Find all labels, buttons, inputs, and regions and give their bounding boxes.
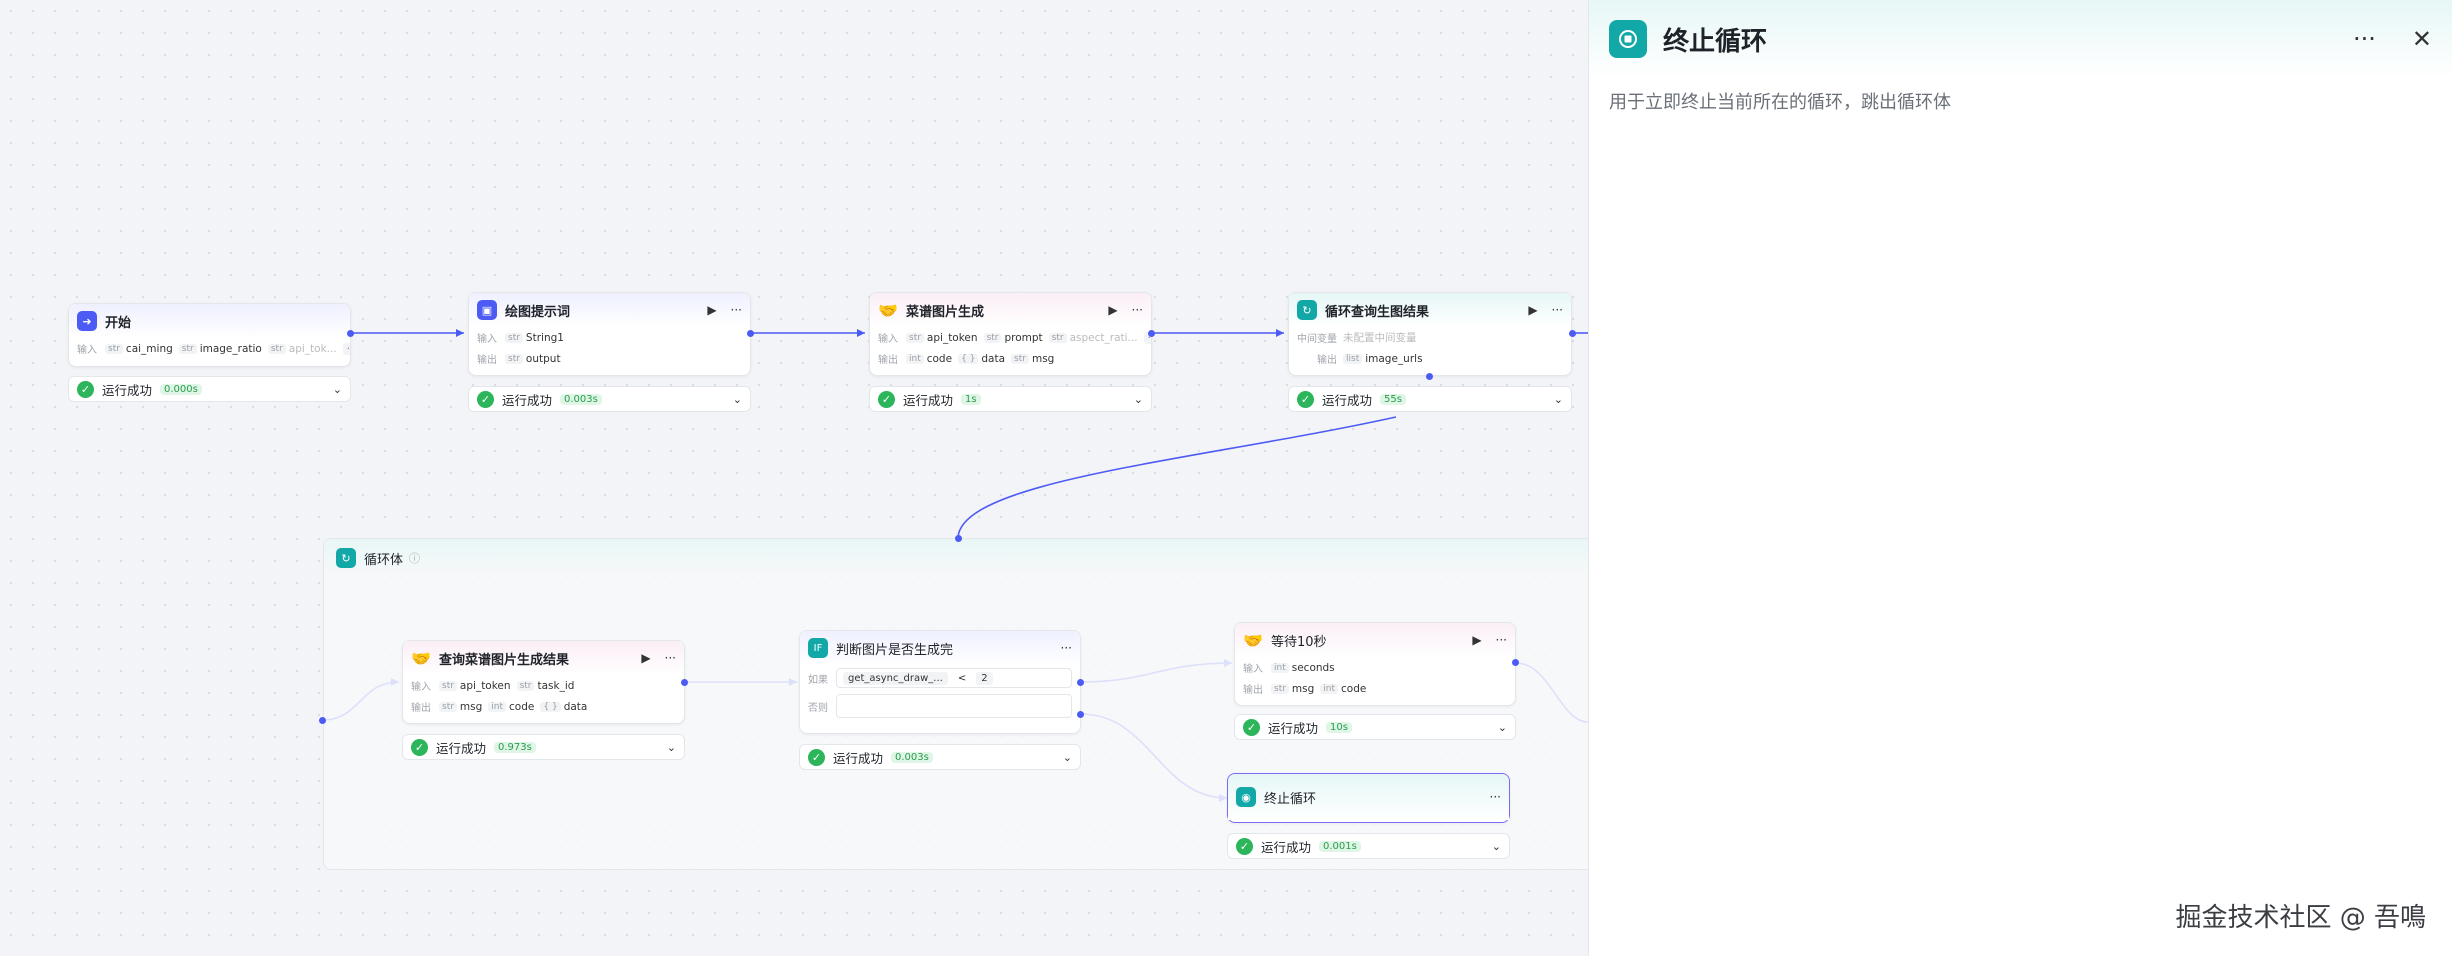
plugin-emoji-icon: 🤝 xyxy=(411,648,431,668)
watermark: 掘金技术社区 @ 吾鳴 xyxy=(2175,903,2426,933)
more-icon[interactable]: ··· xyxy=(664,651,676,665)
if-icon: IF xyxy=(808,638,828,658)
check-icon: ✓ xyxy=(1243,718,1260,736)
more-icon[interactable]: ··· xyxy=(1551,303,1563,317)
more-icon[interactable]: ··· xyxy=(2353,25,2376,53)
port-query-out[interactable] xyxy=(681,679,688,686)
run-icon[interactable]: ▶ xyxy=(707,303,717,317)
plugin-emoji-icon: 🤝 xyxy=(878,300,898,320)
port-judge-if[interactable] xyxy=(1077,679,1084,686)
check-icon: ✓ xyxy=(1236,837,1253,855)
stop-icon: ◉ xyxy=(1236,787,1256,807)
chevron-down-icon[interactable]: ⌄ xyxy=(1553,392,1563,406)
status-loop[interactable]: ✓ 运行成功 55s ⌄ xyxy=(1288,386,1572,412)
stop-loop-icon xyxy=(1609,20,1647,58)
check-icon: ✓ xyxy=(878,390,895,408)
status-stop[interactable]: ✓ 运行成功 0.001s ⌄ xyxy=(1227,833,1510,859)
run-icon[interactable]: ▶ xyxy=(641,651,651,665)
port-loop-body[interactable] xyxy=(1426,373,1433,380)
prompt-icon: ▣ xyxy=(477,300,497,320)
node-stop-loop[interactable]: ◉ 终止循环 ··· xyxy=(1227,773,1510,823)
chevron-down-icon[interactable]: ⌄ xyxy=(1491,839,1501,853)
condition-field[interactable]: get_async_draw_... < 2 xyxy=(836,668,1072,688)
more-icon[interactable]: ··· xyxy=(1489,790,1501,804)
status-judge[interactable]: ✓ 运行成功 0.003s ⌄ xyxy=(799,744,1081,770)
chevron-down-icon[interactable]: ⌄ xyxy=(1497,720,1507,734)
check-icon: ✓ xyxy=(808,748,825,766)
node-title: 开始 xyxy=(105,315,132,331)
check-icon: ✓ xyxy=(477,390,494,408)
check-icon: ✓ xyxy=(1297,390,1314,408)
more-chip[interactable]: ··· xyxy=(342,342,350,355)
chevron-down-icon[interactable]: ⌄ xyxy=(1133,392,1143,406)
port-start-out[interactable] xyxy=(347,330,354,337)
chevron-down-icon[interactable]: ⌄ xyxy=(732,392,742,406)
node-detail-panel: 终止循环 ··· ✕ 用于立即终止当前所在的循环，跳出循环体 xyxy=(1588,0,2452,956)
chevron-down-icon[interactable]: ⌄ xyxy=(332,382,342,396)
edge-loop-body xyxy=(957,416,1397,539)
info-icon[interactable]: ⓘ xyxy=(409,552,421,565)
more-icon[interactable]: ··· xyxy=(1131,303,1143,317)
status-prompt[interactable]: ✓ 运行成功 0.003s ⌄ xyxy=(468,386,751,412)
check-icon: ✓ xyxy=(411,738,428,756)
port-loop-out[interactable] xyxy=(1569,330,1576,337)
more-chip[interactable]: ··· xyxy=(1143,331,1151,344)
check-icon: ✓ xyxy=(77,380,94,398)
run-icon[interactable]: ▶ xyxy=(1472,633,1482,647)
loop-icon: ↻ xyxy=(1297,300,1317,320)
chevron-down-icon[interactable]: ⌄ xyxy=(1062,750,1072,764)
port-loop-body-in[interactable] xyxy=(955,535,962,542)
more-icon[interactable]: ··· xyxy=(730,303,742,317)
status-start[interactable]: ✓ 运行成功 0.000s ⌄ xyxy=(68,376,351,402)
panel-title: 终止循环 xyxy=(1663,26,1768,57)
plugin-emoji-icon: 🤝 xyxy=(1243,630,1263,650)
loop-icon: ↻ xyxy=(336,548,356,568)
status-wait[interactable]: ✓ 运行成功 10s ⌄ xyxy=(1234,714,1516,740)
port-wait-out[interactable] xyxy=(1512,659,1519,666)
run-icon[interactable]: ▶ xyxy=(1528,303,1538,317)
panel-description: 用于立即终止当前所在的循环，跳出循环体 xyxy=(1609,92,1951,113)
more-icon[interactable]: ··· xyxy=(1495,633,1507,647)
chevron-down-icon[interactable]: ⌄ xyxy=(666,740,676,754)
start-icon: ➜ xyxy=(77,311,97,331)
port-prompt-out[interactable] xyxy=(747,330,754,337)
port-recipe-out[interactable] xyxy=(1148,330,1155,337)
run-icon[interactable]: ▶ xyxy=(1108,303,1118,317)
port-judge-else[interactable] xyxy=(1077,711,1084,718)
else-field[interactable] xyxy=(836,694,1072,718)
status-query[interactable]: ✓ 运行成功 0.973s ⌄ xyxy=(402,734,685,760)
more-icon[interactable]: ··· xyxy=(1060,641,1072,655)
node-judge[interactable]: IF 判断图片是否生成完 ··· 如果 get_async_draw_... <… xyxy=(799,630,1081,734)
port-loop-body-start[interactable] xyxy=(319,717,326,724)
status-recipe[interactable]: ✓ 运行成功 1s ⌄ xyxy=(869,386,1152,412)
close-icon[interactable]: ✕ xyxy=(2411,25,2432,53)
